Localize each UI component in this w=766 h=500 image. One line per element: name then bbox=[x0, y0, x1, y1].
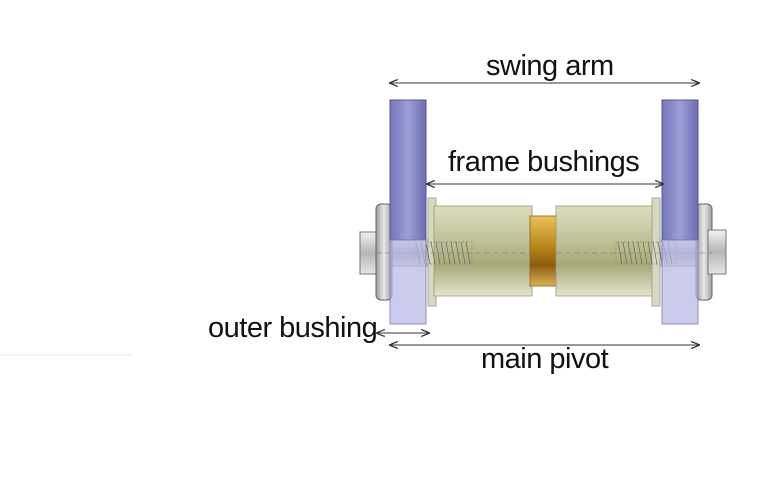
right-swing-arm-plate-lower bbox=[661, 239, 699, 325]
right-nut bbox=[707, 229, 727, 275]
outer-bushing-label: outer bushing bbox=[208, 312, 378, 344]
right-outer-bushing-flange bbox=[651, 197, 661, 307]
right-swing-arm-plate bbox=[661, 99, 699, 241]
right-frame-bushing bbox=[555, 205, 655, 297]
main-pivot-label: main pivot bbox=[481, 343, 609, 375]
center-sleeve bbox=[529, 215, 559, 287]
left-bolt-head bbox=[359, 231, 379, 275]
left-swing-arm-plate bbox=[389, 99, 427, 241]
swing-arm-label: swing arm bbox=[486, 50, 614, 82]
left-swing-arm-plate-lower bbox=[389, 239, 427, 325]
frame-bushings-label: frame bushings bbox=[448, 146, 640, 178]
left-frame-bushing bbox=[433, 205, 533, 297]
